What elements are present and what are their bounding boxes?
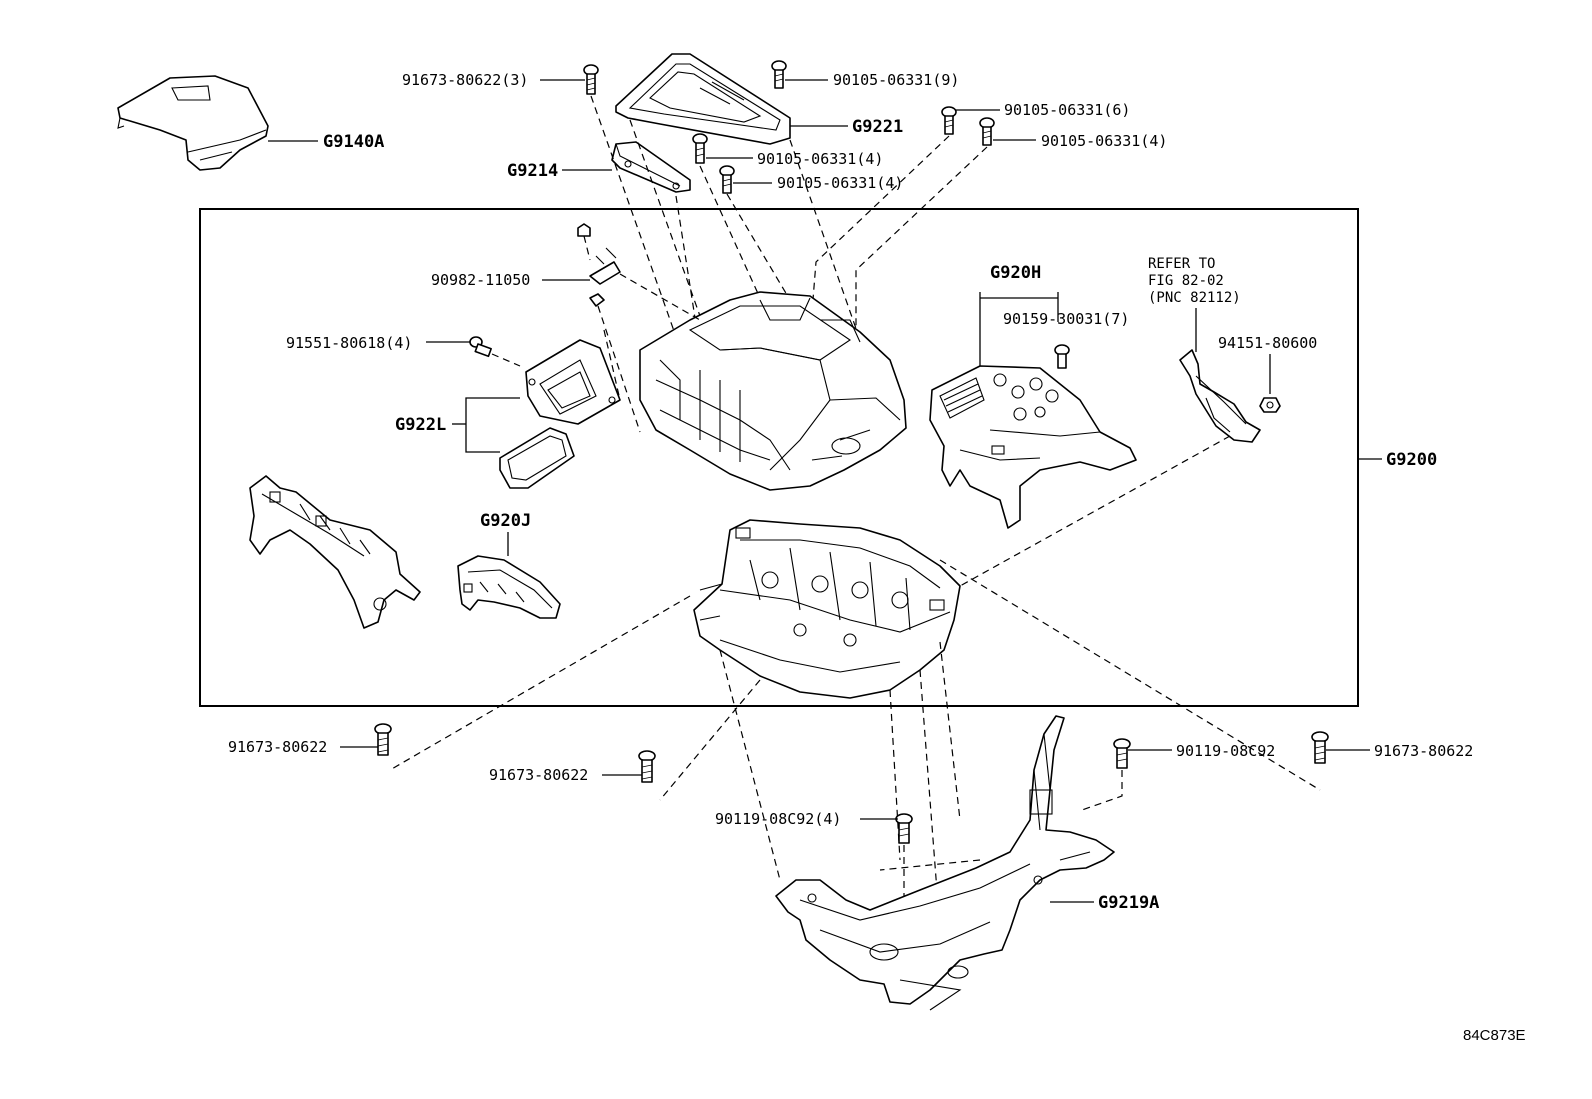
part-g9140a-cover — [117, 75, 269, 171]
bolt-icon — [719, 165, 735, 194]
clip-icon — [577, 223, 621, 307]
label-g920j: G920J — [480, 511, 531, 531]
diagram-id: 84C873E — [1463, 1027, 1526, 1044]
label-91673-80622-right: 91673-80622 — [1374, 742, 1473, 760]
label-91673-80622-mid: 91673-80622 — [489, 766, 588, 784]
bolt-icon — [941, 106, 957, 135]
label-90982-11050: 90982-11050 — [431, 271, 530, 289]
part-power-module — [693, 519, 961, 699]
label-90159-30031-7: 90159-30031(7) — [1003, 310, 1129, 328]
label-g9140a: G9140A — [323, 132, 384, 152]
label-g9200: G9200 — [1386, 450, 1437, 470]
part-inverter-case — [639, 291, 907, 491]
part-sensor-harness — [1179, 349, 1261, 443]
label-g9221: G9221 — [852, 117, 903, 137]
part-g9214-bracket — [611, 141, 691, 193]
label-refer-pnc: (PNC 82112) — [1148, 290, 1241, 306]
part-g922l-cover — [525, 339, 621, 425]
bolt-icon — [1054, 344, 1070, 369]
bolt-icon — [1311, 731, 1329, 764]
label-g920h: G920H — [990, 263, 1041, 283]
part-g920h-board — [929, 365, 1137, 529]
part-left-bracket — [249, 475, 421, 629]
bolt-icon — [469, 336, 492, 358]
label-91551-80618-4: 91551-80618(4) — [286, 334, 412, 352]
bolt-icon — [638, 750, 656, 783]
part-g9221-plate — [615, 53, 791, 145]
label-94151-80600: 94151-80600 — [1218, 334, 1317, 352]
bolt-icon — [692, 133, 708, 164]
assembly-frame-g9200 — [199, 208, 1359, 707]
part-g9219a-bracket — [775, 715, 1115, 1011]
bolt-icon — [771, 60, 787, 89]
label-90105-06331-9: 90105-06331(9) — [833, 71, 959, 89]
label-90119-08c92-4: 90119-08C92(4) — [715, 810, 841, 828]
part-g922l-gasket — [499, 427, 575, 489]
label-g9214: G9214 — [507, 161, 558, 181]
nut-icon — [1259, 397, 1281, 413]
bolt-icon — [979, 117, 995, 146]
label-90105-06331-6: 90105-06331(6) — [1004, 101, 1130, 119]
label-refer-fig: FIG 82-02 — [1148, 273, 1224, 289]
bolt-icon — [583, 64, 599, 95]
label-91673-80622-3: 91673-80622(3) — [402, 71, 528, 89]
label-91673-80622-left: 91673-80622 — [228, 738, 327, 756]
label-90105-06331-4b: 90105-06331(4) — [757, 150, 883, 168]
label-refer-to: REFER TO — [1148, 256, 1215, 272]
bolt-icon — [895, 813, 913, 844]
bolt-icon — [374, 723, 392, 756]
label-90105-06331-4c: 90105-06331(4) — [777, 174, 903, 192]
bolt-icon — [1113, 738, 1131, 769]
label-g922l: G922L — [395, 415, 446, 435]
part-g920j-connector — [457, 555, 561, 619]
label-90119-08c92: 90119-08C92 — [1176, 742, 1275, 760]
label-g9219a: G9219A — [1098, 893, 1159, 913]
label-90105-06331-4a: 90105-06331(4) — [1041, 132, 1167, 150]
